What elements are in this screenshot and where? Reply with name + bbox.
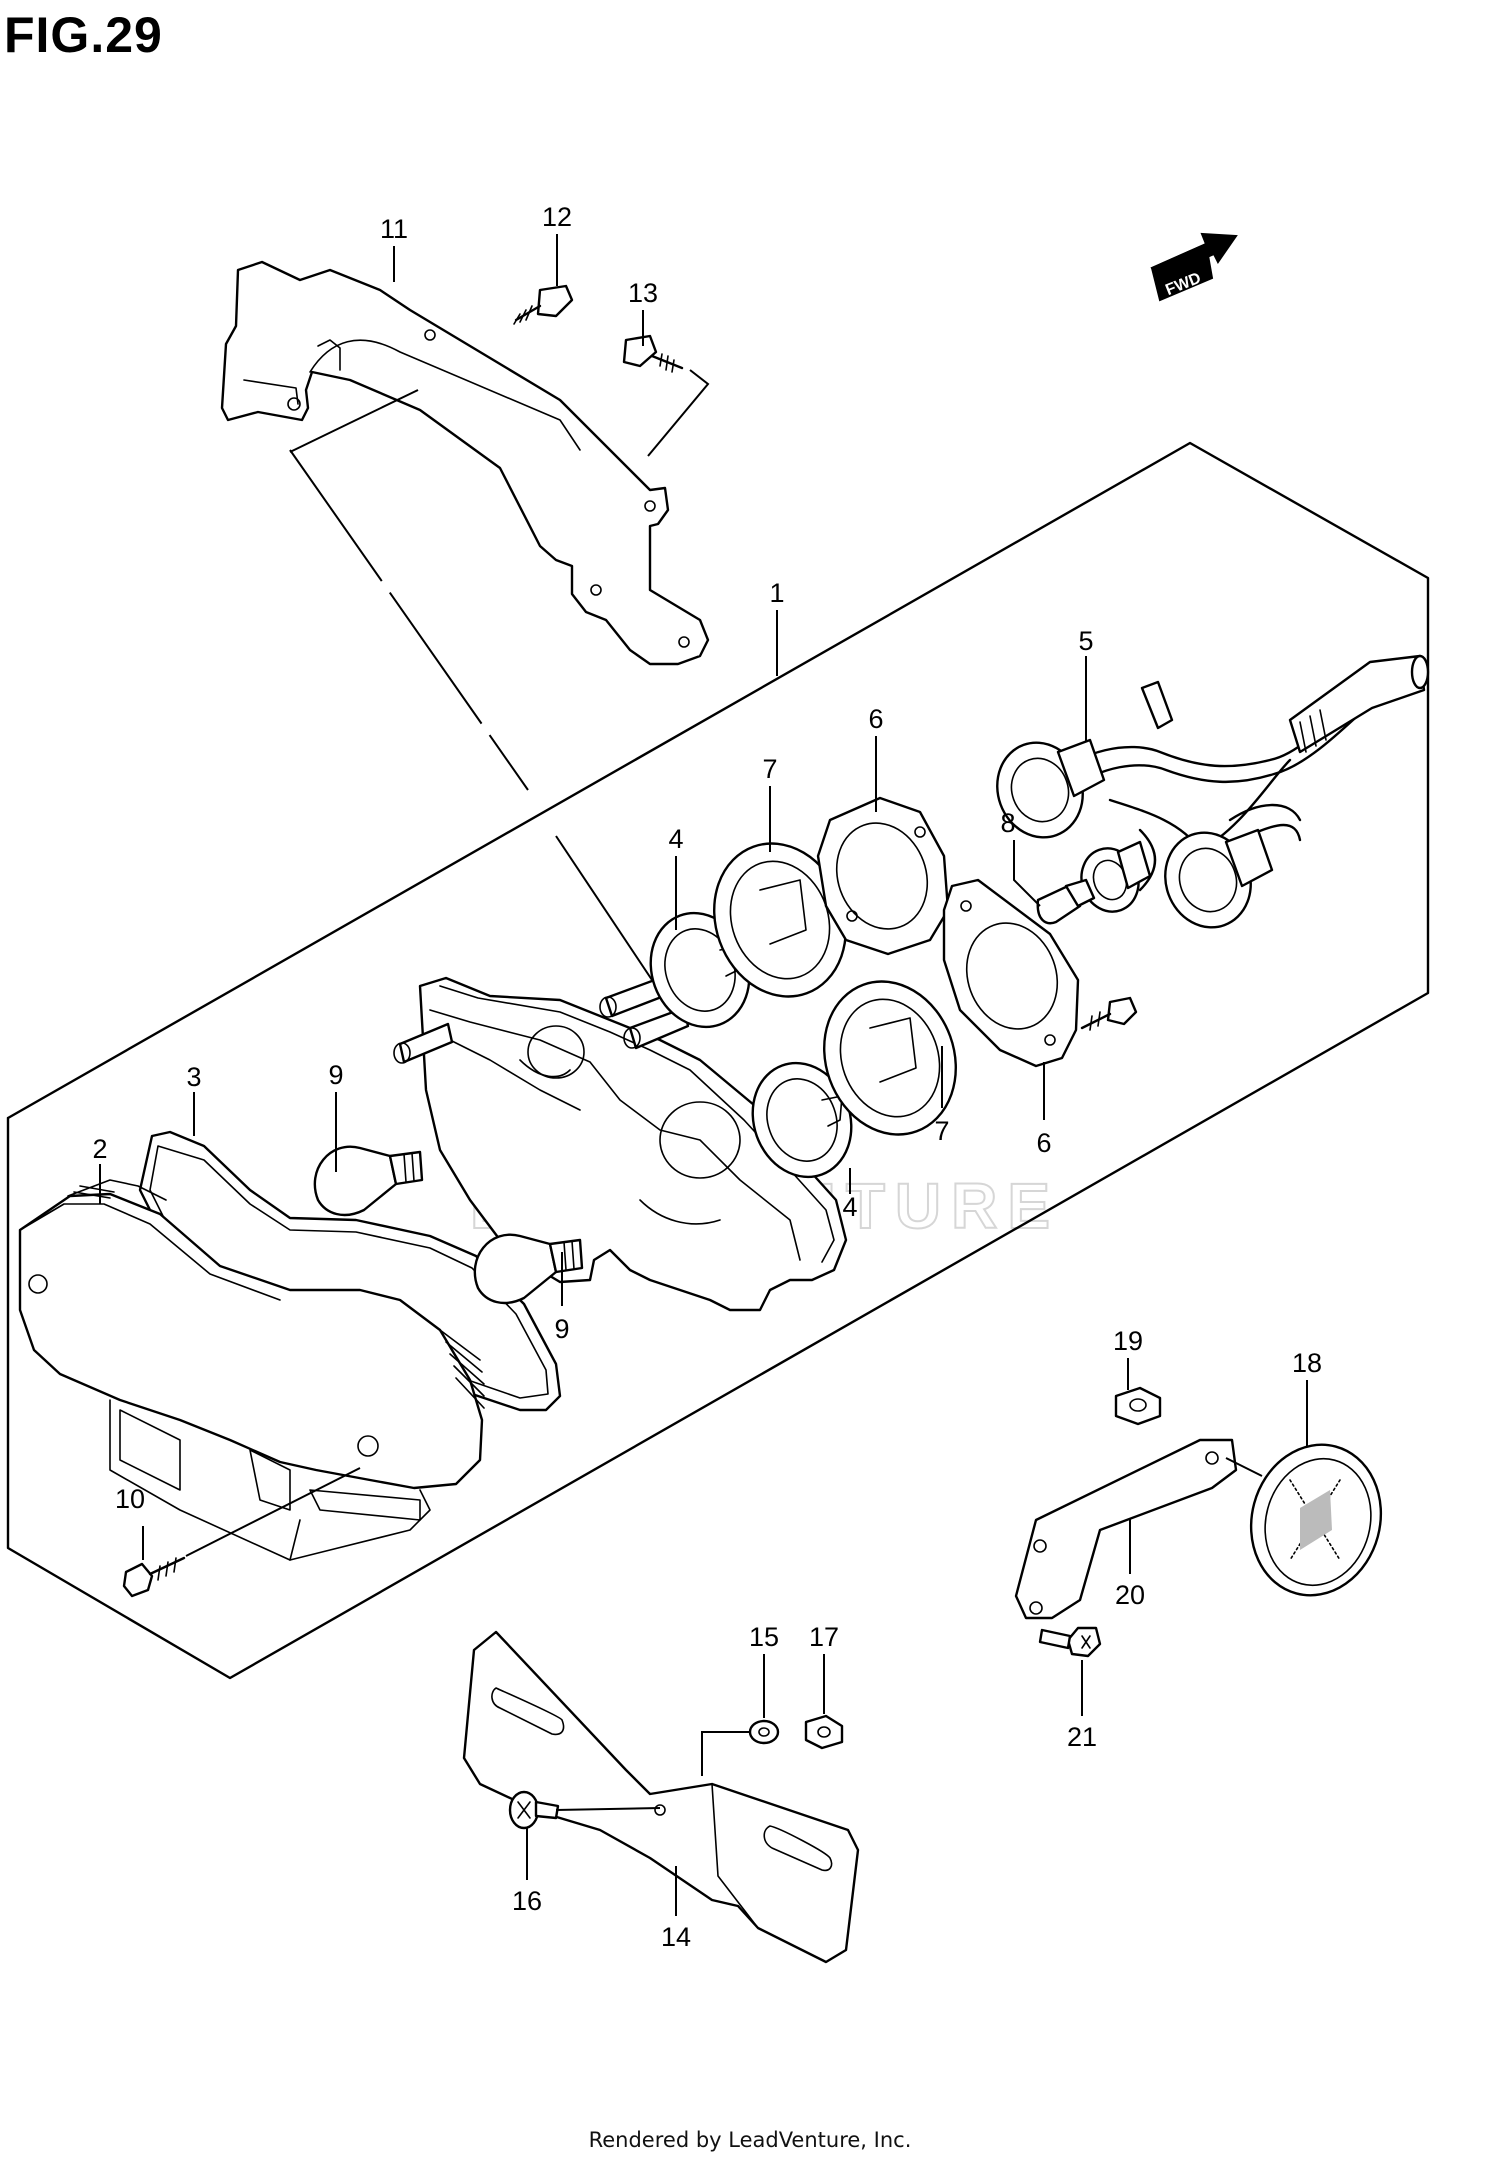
reflector-ring-part-7-lower [823, 980, 957, 1136]
reflector-grid [119, 1409, 421, 1521]
callout-17: 17 [809, 1622, 839, 1652]
callout-18: 18 [1292, 1348, 1322, 1378]
bulb-part-8 [1036, 878, 1096, 925]
screw-part-12 [513, 284, 574, 325]
wiring-harness-part-5 [996, 654, 1430, 929]
nut-part-17 [804, 1714, 844, 1750]
nut-part-19 [1114, 1386, 1162, 1426]
callout-16: 16 [512, 1886, 542, 1916]
screw-small-right [1080, 996, 1138, 1031]
callout-7-lower: 7 [934, 1116, 949, 1146]
callout-1: 1 [769, 578, 784, 608]
callout-3: 3 [186, 1062, 201, 1092]
figure-title: FIG.29 [4, 7, 163, 63]
lens-part-2 [18, 1179, 485, 1561]
bracket-part-11 [220, 260, 710, 666]
callout-14: 14 [661, 1922, 691, 1952]
fwd-arrow-icon: FWD [1150, 232, 1238, 302]
callout-9-upper: 9 [328, 1060, 343, 1090]
callout-labels: 1 2 3 4 4 5 6 6 7 7 8 9 9 10 11 12 13 14… [92, 202, 1322, 1952]
callout-9-lower: 9 [554, 1314, 569, 1344]
callout-2: 2 [92, 1134, 107, 1164]
screw-part-21 [1038, 1626, 1102, 1658]
callout-6-lower: 6 [1036, 1128, 1051, 1158]
plate-part-6-upper [816, 796, 950, 956]
callout-12: 12 [542, 202, 572, 232]
callout-11: 11 [380, 214, 408, 244]
footer-credit: Rendered by LeadVenture, Inc. [588, 2128, 912, 2152]
bulb-part-9-lower [473, 1233, 584, 1305]
callout-7-upper: 7 [762, 754, 777, 784]
callout-5: 5 [1078, 626, 1093, 656]
callout-leaders [99, 234, 1308, 1916]
callout-15: 15 [749, 1622, 779, 1652]
plate-part-6-lower [942, 878, 1080, 1068]
callout-20: 20 [1115, 1580, 1145, 1610]
assembly-outline [6, 441, 1430, 1680]
callout-21: 21 [1067, 1722, 1097, 1752]
housing-posts [393, 976, 690, 1064]
callout-4-lower: 4 [842, 1192, 857, 1222]
screw-part-10 [122, 1467, 361, 1598]
callout-8: 8 [1000, 808, 1015, 838]
callout-6-upper: 6 [868, 704, 883, 734]
washer-part-15 [701, 1719, 780, 1776]
screw-part-16 [508, 1790, 661, 1830]
bulb-part-9-upper [313, 1145, 424, 1217]
callout-19: 19 [1113, 1326, 1143, 1356]
callout-10: 10 [115, 1484, 145, 1514]
socket-ring-part-4-lower [751, 1061, 853, 1179]
reflector-part-18 [1249, 1443, 1383, 1597]
callout-13: 13 [628, 278, 658, 308]
callout-4-upper: 4 [668, 824, 683, 854]
bracket-part-20 [1014, 1438, 1263, 1620]
screw-part-13 [622, 334, 710, 457]
